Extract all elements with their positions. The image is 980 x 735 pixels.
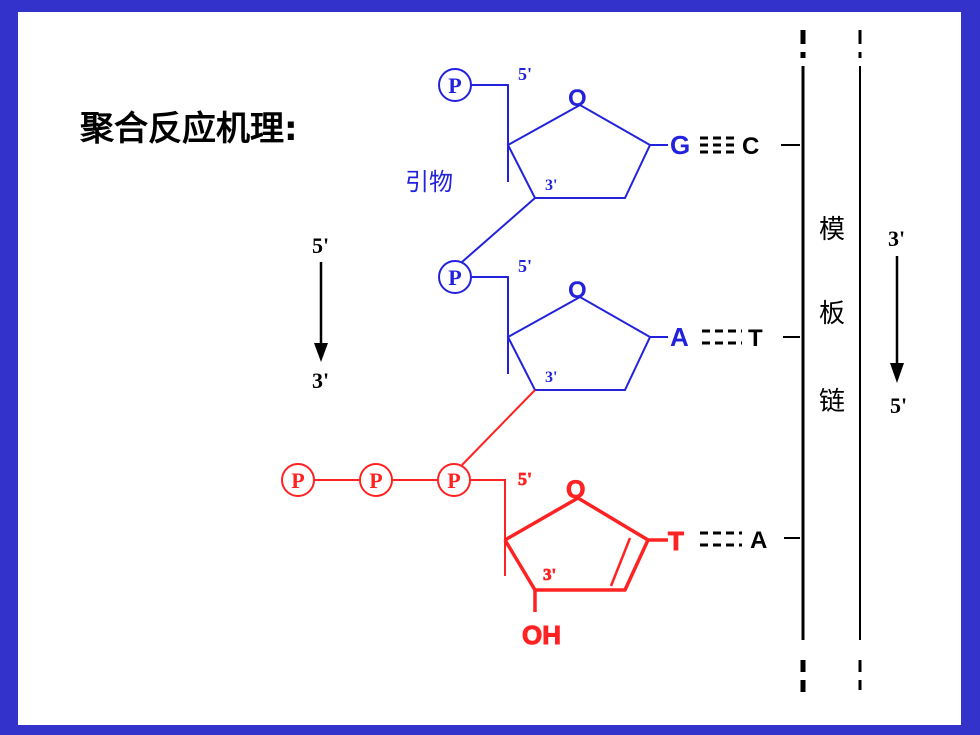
template-strand-lines [800,30,862,692]
template-label-1: 模 [819,215,845,245]
phosphate-1-label: P [448,73,461,98]
base-3: T [668,526,684,556]
prime3-1: 3' [545,177,557,194]
sugar-ring-2 [507,295,652,391]
phosphate-beta-label: P [369,468,382,493]
nucleotide-3 [281,463,506,540]
partner-3: A [750,527,767,554]
phosphate-gamma-label: P [291,468,304,493]
hbonds-1 [700,136,738,154]
prime5-3: 5' [518,469,532,489]
right-direction-top: 3' [888,226,905,251]
sugar-ring-1 [507,103,652,199]
phosphate-alpha-label: P [447,468,460,493]
left-arrow-head [314,343,328,362]
phosphate-2-linker [471,276,509,337]
prime5-2: 5' [518,256,532,276]
sugar-ring-3 [503,495,668,612]
prime5-1: 5' [518,64,532,84]
prime3-2: 3' [545,369,557,386]
partner-1: C [742,133,759,160]
hbonds-2 [702,329,742,345]
right-arrow-head [890,363,904,383]
page-title: 聚合反应机理: [79,109,298,149]
right-direction-bottom: 5' [890,393,907,418]
hbonds-3 [700,531,742,547]
template-label-3: 链 [819,387,845,417]
left-direction-bottom: 3' [312,368,329,393]
base-2: A [670,322,689,352]
phosphate-2-label: P [448,265,461,290]
phosphate-1-linker [471,84,509,145]
backbone-1-2 [461,197,536,263]
phosphate-3-linker [470,479,506,540]
hydroxyl-label: OH [522,620,561,650]
partner-2: T [748,325,763,352]
new-phosphodiester-bond [461,389,536,466]
nucleotide-1 [438,68,668,199]
ring-oxygen-2: O [568,277,587,304]
left-direction-top: 5' [312,233,329,258]
primer-label: 引物 [405,168,453,196]
template-label-2: 板 [819,299,845,329]
ring-oxygen-3: O [566,476,585,504]
nucleotide-2 [438,260,668,391]
prime3-3: 3' [543,565,556,584]
ring-oxygen-1: O [568,85,587,112]
base-1: G [670,130,690,160]
